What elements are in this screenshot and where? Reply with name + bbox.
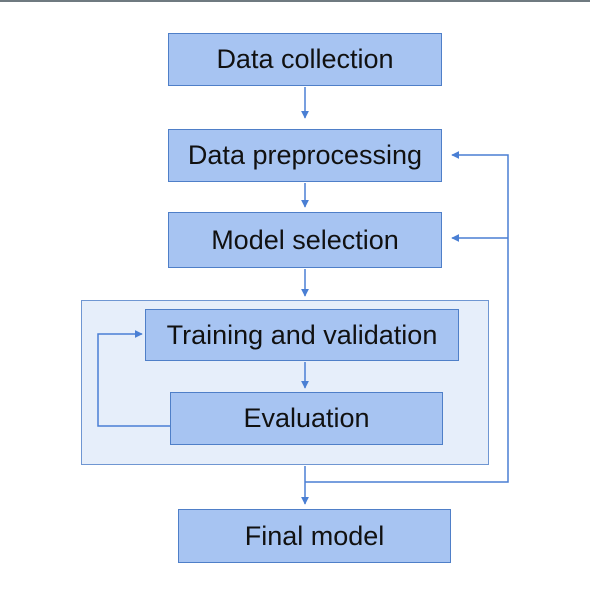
- node-data-preprocessing: Data preprocessing: [168, 129, 442, 182]
- node-label: Evaluation: [243, 403, 370, 433]
- arrow-evaluation-loop-to-training: [97, 330, 170, 427]
- arrow-feedback-to-preprocessing: [305, 151, 509, 483]
- node-label: Data collection: [216, 44, 394, 74]
- top-divider: [0, 0, 590, 2]
- node-label: Data preprocessing: [187, 140, 423, 170]
- node-final-model: Final model: [178, 509, 451, 563]
- node-data-collection: Data collection: [168, 33, 442, 86]
- node-label: Training and validation: [166, 319, 438, 350]
- node-model-selection: Model selection: [168, 212, 442, 268]
- node-label: Model selection: [211, 224, 399, 255]
- node-training-validation: Training and validation: [145, 309, 459, 361]
- node-label: Final model: [244, 520, 385, 551]
- node-evaluation: Evaluation: [170, 392, 443, 445]
